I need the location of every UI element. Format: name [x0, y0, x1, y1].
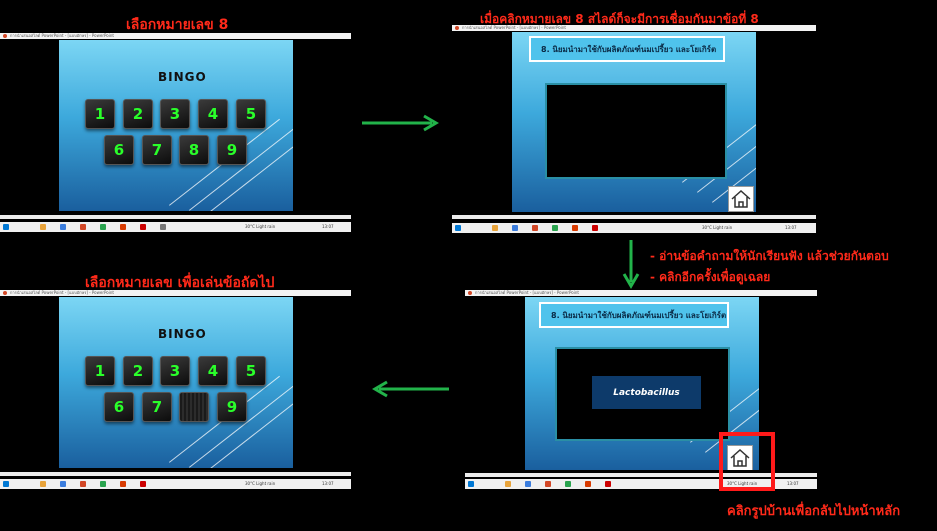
slide-bingo: BINGO 1 2 3 4 5 6 7 8 9: [59, 40, 293, 211]
taskbar: 30°C Light rain 13:07: [452, 223, 816, 233]
bingo-tile-1[interactable]: 1: [85, 356, 115, 386]
arrow-left-icon: [372, 380, 449, 398]
window-titlebar: การนำเสนอสไลด์ PowerPoint - [แบบอักษร] -…: [465, 290, 817, 296]
window-titlebar: การนำเสนอสไลด์ PowerPoint - [แบบอักษร] -…: [452, 25, 816, 31]
screenshot-question: การนำเสนอสไลด์ PowerPoint - [แบบอักษร] -…: [452, 25, 816, 233]
status-bar: [452, 215, 816, 219]
powerpoint-icon: [468, 291, 472, 295]
home-button[interactable]: [728, 186, 754, 212]
answer-text: Lactobacillus: [592, 376, 701, 409]
bingo-tile-4[interactable]: 4: [198, 99, 228, 129]
status-bar: [465, 473, 817, 477]
bingo-tile-7[interactable]: 7: [142, 392, 172, 422]
caption-top-left: เลือกหมายเลข 8: [126, 17, 229, 33]
powerpoint-icon: [3, 34, 7, 38]
bingo-tile-8[interactable]: 8: [179, 135, 209, 165]
bingo-tile-8-used: [179, 392, 209, 422]
caption-step1: - อ่านข้อคำถามให้นักเรียนฟัง แล้วช่วยกัน…: [650, 249, 889, 263]
bingo-tile-3[interactable]: 3: [160, 99, 190, 129]
home-button-highlight: [719, 432, 775, 491]
bingo-tile-6[interactable]: 6: [104, 392, 134, 422]
status-bar: [0, 472, 351, 476]
window-titlebar: การนำเสนอสไลด์ PowerPoint - [แบบอักษร] -…: [0, 33, 351, 39]
caption-top-right: เมื่อคลิกหมายเลข 8 สไลด์ก็จะมีการเชื่อมก…: [480, 12, 759, 26]
bingo-title: BINGO: [158, 70, 207, 84]
bingo-tile-3[interactable]: 3: [160, 356, 190, 386]
arrow-down-icon: [622, 240, 640, 289]
screenshot-bingo-board: การนำเสนอสไลด์ PowerPoint - [แบบอักษร] -…: [0, 33, 351, 232]
slide-answer: 8. นิยมนำมาใช้กับผลิตภัณฑ์นมเปรี้ยว และโ…: [525, 297, 759, 470]
bingo-tile-4[interactable]: 4: [198, 356, 228, 386]
bingo-tile-2[interactable]: 2: [123, 99, 153, 129]
slide-question: 8. นิยมนำมาใช้กับผลิตภัณฑ์นมเปรี้ยว และโ…: [512, 32, 756, 212]
taskbar: 30°C Light rain 13:07: [0, 222, 351, 232]
bingo-tile-7[interactable]: 7: [142, 135, 172, 165]
bingo-tile-6[interactable]: 6: [104, 135, 134, 165]
home-button[interactable]: [727, 445, 753, 470]
home-icon: [730, 448, 750, 467]
home-icon: [731, 189, 751, 208]
caption-bottom-right: คลิกรูปบ้านเพื่อกลับไปหน้าหลัก: [727, 504, 901, 519]
bingo-title: BINGO: [158, 327, 207, 341]
powerpoint-icon: [3, 291, 7, 295]
question-title: 8. นิยมนำมาใช้กับผลิตภัณฑ์นมเปรี้ยว และโ…: [539, 302, 729, 328]
status-bar: [0, 215, 351, 219]
caption-step2: - คลิกอีกครั้งเพื่อดูเฉลย: [650, 270, 771, 284]
slide-bingo: BINGO 1 2 3 4 5 6 7 9: [59, 297, 293, 468]
arrow-right-icon: [362, 114, 439, 132]
taskbar: 30°C Light rain 13:07: [0, 479, 351, 489]
bingo-tile-1[interactable]: 1: [85, 99, 115, 129]
bingo-tile-2[interactable]: 2: [123, 356, 153, 386]
bingo-tile-9[interactable]: 9: [217, 135, 247, 165]
bingo-tile-9[interactable]: 9: [217, 392, 247, 422]
window-titlebar: การนำเสนอสไลด์ PowerPoint - [แบบอักษร] -…: [0, 290, 351, 296]
bingo-tile-5[interactable]: 5: [236, 356, 266, 386]
screenshot-bingo-board-used: การนำเสนอสไลด์ PowerPoint - [แบบอักษร] -…: [0, 290, 351, 489]
powerpoint-icon: [455, 26, 459, 30]
answer-panel[interactable]: [545, 83, 727, 179]
question-title: 8. นิยมนำมาใช้กับผลิตภัณฑ์นมเปรี้ยว และโ…: [529, 36, 725, 62]
caption-bottom-left: เลือกหมายเลข เพื่อเล่นข้อถัดไป: [85, 275, 275, 291]
bingo-tile-5[interactable]: 5: [236, 99, 266, 129]
screenshot-answer: การนำเสนอสไลด์ PowerPoint - [แบบอักษร] -…: [465, 290, 817, 489]
taskbar: 30°C Light rain 13:07: [465, 479, 817, 489]
